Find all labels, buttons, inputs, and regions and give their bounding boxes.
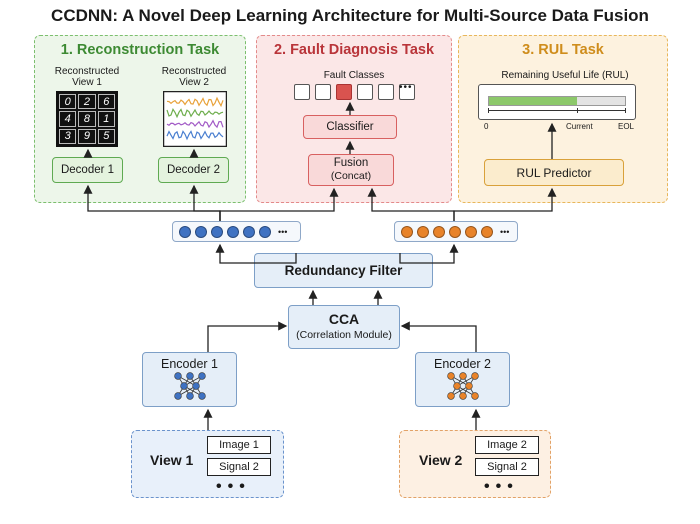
arrow-encoder1-cca [207,321,288,352]
network-node [453,382,461,390]
rul-progress-bar [488,96,626,106]
fault-class-box [315,84,331,100]
fault-class-selected [336,84,352,100]
arrow-encoder2-cca [400,321,477,352]
rul-tick-start-label: 0 [484,122,489,131]
view-2-item-signal: Signal 2 [475,458,539,476]
rul-task-title: 3. RUL Task [522,42,604,58]
digit-cell: 8 [78,111,96,127]
feature-more: ••• [278,226,288,237]
fusion-label: Fusion [333,157,369,169]
feature-node [417,225,429,238]
reconstructed-view-2-label: Reconstructed View 2 [161,66,227,88]
fault-classes-label: Fault Classes [323,70,385,81]
rul-tick-end-label: EOL [618,122,635,131]
view-2-item-image: Image 2 [475,436,539,454]
digit-cell: 3 [59,128,77,144]
signal-trace [166,119,224,129]
digit-cell: 9 [78,128,96,144]
feature-node [433,225,445,238]
cca-box: CCA (Correlation Module) [288,305,400,349]
network-node [471,372,479,380]
digit-cell: 4 [59,111,77,127]
fault-class-box [399,84,415,100]
feature-node [259,225,271,238]
view-2-more-ellipsis: ••• [484,478,519,495]
digit-cell: 1 [97,111,115,127]
feature-node [227,225,239,238]
view-1-item-signal: Signal 2 [207,458,271,476]
network-node [459,372,467,380]
rul-tick-start [488,108,489,113]
fault-classes-row: ••• [294,82,424,100]
network-node [174,372,182,380]
encoder-1-box: Encoder 1 [142,352,237,407]
cca-subtitle: (Correlation Module) [296,329,392,341]
network-node [174,392,182,400]
feature-more: ••• [500,226,510,237]
network-node [186,392,194,400]
view-1-more-ellipsis: ••• [216,478,251,495]
rul-axis-line [488,110,626,111]
network-node [198,372,206,380]
network-node [192,382,200,390]
fault-class-box [357,84,373,100]
network-node [447,392,455,400]
diagram-title: CCDNN: A Novel Deep Learning Architectur… [51,6,649,25]
view-1-label: View 1 [150,452,194,468]
decoder-2-box: Decoder 2 [158,157,229,183]
fault-class-box [294,84,310,100]
network-node [459,392,467,400]
feature-node [465,225,477,238]
cca-title: CCA [328,311,360,327]
encoder-2-box: Encoder 2 [415,352,510,407]
signal-trace [166,107,224,119]
view-1-item-image: Image 1 [207,436,271,454]
fusion-box: Fusion (Concat) [308,154,394,186]
feature-vector-1: ••• [172,221,301,242]
fault-class-box [378,84,394,100]
encoder-1-label: Encoder 1 [161,357,218,371]
digit-cell: 6 [97,94,115,110]
feature-node [481,225,493,238]
encoder-2-label: Encoder 2 [434,357,491,371]
reconstructed-signal-plot [163,91,227,147]
fusion-sublabel: (Concat) [330,170,372,182]
rul-label: Remaining Useful Life (RUL) [501,70,629,81]
reconstruction-task-title: 1. Reconstruction Task [60,42,220,58]
redundancy-filter-box: Redundancy Filter [254,253,433,288]
digit-cell: 0 [59,94,77,110]
fault-classes-more: ••• [399,82,413,93]
view-2-label: View 2 [419,452,463,468]
rul-predictor-box: RUL Predictor [484,159,624,186]
neural-network-icon [174,372,206,400]
feature-node [179,225,191,238]
rul-tick-current [577,108,578,113]
rul-progress-fill [489,97,578,105]
feature-vector-2: ••• [394,221,518,242]
feature-node [195,225,207,238]
signal-trace [166,96,224,108]
classifier-box: Classifier [303,115,397,139]
decoder-1-box: Decoder 1 [52,157,123,183]
network-node [447,372,455,380]
reconstructed-view-1-label: Reconstructed View 1 [54,66,120,88]
feature-node [243,225,255,238]
network-node [180,382,188,390]
rul-tick-current-label: Current [566,122,593,131]
feature-node [211,225,223,238]
feature-node [401,225,413,238]
feature-node [449,225,461,238]
network-node [186,372,194,380]
signal-trace [166,130,224,141]
network-node [471,392,479,400]
digit-cell: 2 [78,94,96,110]
rul-tick-end [625,108,626,113]
fault-diagnosis-task-title: 2. Fault Diagnosis Task [273,42,435,58]
digit-cell: 5 [97,128,115,144]
network-node [465,382,473,390]
neural-network-icon [447,372,479,400]
network-node [198,392,206,400]
